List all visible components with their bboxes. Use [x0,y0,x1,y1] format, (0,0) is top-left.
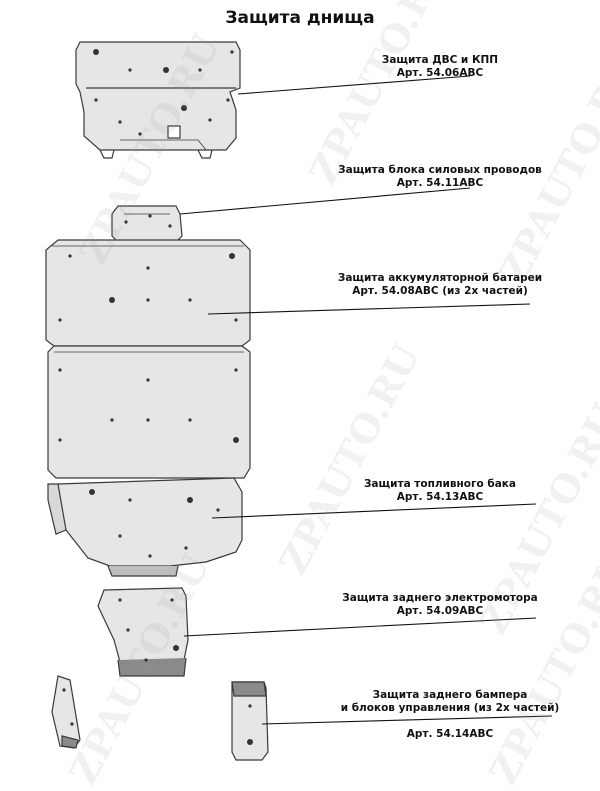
label-engine-gearbox: Защита ДВС и КПП Арт. 54.06ABC [330,54,550,80]
fastener-hole [68,254,72,258]
part-article: Арт. 54.13ABC [396,491,484,503]
leader-line-battery [207,303,531,315]
fastener-hole [110,418,114,422]
fastener-hole [58,318,62,322]
part-article: Арт. 54.06ABC [396,67,484,79]
fastener-hole [173,645,179,651]
fastener-hole [198,68,202,72]
fastener-hole [188,418,192,422]
fastener-hole [138,132,142,136]
fastener-hole [146,298,150,302]
fastener-hole [226,98,230,102]
fastener-hole [128,68,132,72]
part-name: Защита блока силовых проводов [338,164,542,176]
fastener-hole [168,224,172,228]
fastener-hole [62,688,66,692]
fastener-hole [146,378,150,382]
fastener-hole [234,318,238,322]
label-rear-bumper: Защита заднего бампера и блоков управлен… [310,676,590,754]
fastener-hole [93,49,99,55]
fastener-hole [124,220,128,224]
fastener-hole [58,438,62,442]
fastener-hole [234,368,238,372]
leader-line-wiring [179,187,471,215]
fastener-hole [89,489,95,495]
fastener-hole [247,739,253,745]
part-article: Арт. 54.08ABC (из 2х частей) [352,285,528,297]
fastener-hole [118,598,122,602]
underbody-diagram [45,41,553,761]
leader-line-rear-motor [183,617,537,637]
part-name: Защита аккумуляторной батареи [337,272,543,284]
fastener-hole [170,598,174,602]
leader-line-rear-bumper [261,715,553,725]
fastener-hole [94,98,98,102]
fastener-hole [118,120,122,124]
fastener-hole [208,118,212,122]
fastener-hole [230,50,234,54]
fuel-tank-guard [47,477,243,577]
rear-motor-guard [97,587,189,677]
leader-line-fuel-tank [211,503,537,519]
battery-guard-front [45,239,251,347]
part-article: Арт. 54.09ABC [396,605,484,617]
fastener-hole [128,498,132,502]
label-rear-motor: Защита заднего электромотора Арт. 54.09A… [310,592,570,618]
fastener-hole [126,628,130,632]
fastener-hole [58,368,62,372]
label-power-wiring: Защита блока силовых проводов Арт. 54.11… [310,164,570,190]
label-fuel-tank: Защита топливного бака Арт. 54.13ABC [320,478,560,504]
part-article: Арт. 54.14ABC [406,728,494,740]
rear-bumper-guard-right [231,681,269,761]
fastener-hole [144,658,148,662]
page-title: Защита днища [225,8,375,28]
leader-line-engine [237,75,471,95]
engine-gearbox-guard [75,41,241,159]
part-name: Защита заднего бампера и блоков управлен… [340,689,560,714]
part-name: Защита ДВС и КПП [381,54,499,66]
part-name: Защита заднего электромотора [342,592,538,604]
fastener-hole [233,437,239,443]
fastener-hole [146,418,150,422]
fastener-hole [181,105,187,111]
fastener-hole [109,297,115,303]
fastener-hole [184,546,188,550]
rear-bumper-guard-left [51,675,81,749]
fastener-hole [187,497,193,503]
label-battery: Защита аккумуляторной батареи Арт. 54.08… [310,272,570,298]
fastener-hole [146,266,150,270]
fastener-hole [163,67,169,73]
fastener-hole [248,704,252,708]
part-article: Арт. 54.11ABC [396,177,484,189]
battery-guard-rear [47,345,251,479]
part-name: Защита топливного бака [363,478,517,490]
power-wiring-guard [111,205,183,243]
fastener-hole [70,722,74,726]
fastener-hole [118,534,122,538]
fastener-hole [229,253,235,259]
fastener-hole [148,214,152,218]
fastener-hole [216,508,220,512]
fastener-hole [188,298,192,302]
fastener-hole [148,554,152,558]
